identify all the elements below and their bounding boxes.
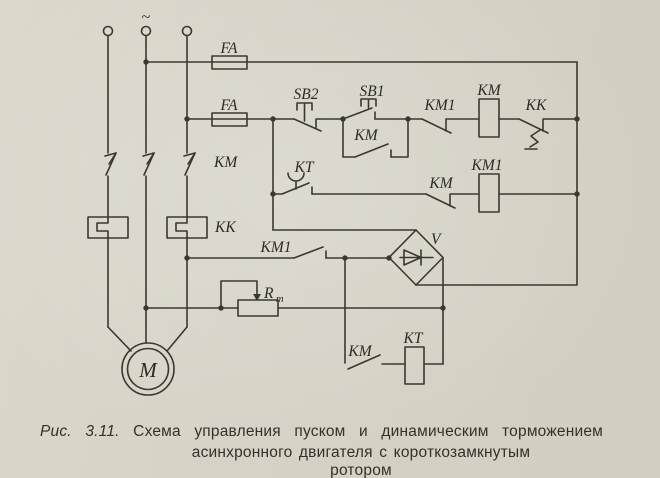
right-rail (415, 61, 578, 286)
label-km1-interlock: KM1 (424, 97, 456, 114)
figure-number: Рис. 3.11. (40, 423, 120, 440)
label-fa-control: FA (220, 97, 238, 114)
junction-dots (143, 59, 580, 311)
pushbutton-icon (360, 98, 377, 109)
label-sb1: SB1 (360, 83, 385, 100)
caption-text: Схема управления пуском и динамическим т… (133, 423, 604, 440)
contact-arrow-icon (104, 152, 117, 165)
junction (340, 116, 346, 122)
junction (574, 116, 580, 122)
fuses: FA FA (145, 40, 578, 127)
wire (107, 326, 132, 352)
supply-terminals: ~ (102, 9, 193, 37)
rectifier-bridge-icon (388, 229, 444, 286)
wire (166, 326, 188, 352)
km-selfhold-blade (354, 143, 389, 158)
terminal-icon (181, 25, 193, 37)
junction (143, 59, 149, 65)
junction (270, 191, 276, 197)
motor: M (121, 342, 175, 396)
km-main-contacts: KM (104, 152, 238, 176)
rectifier: V (272, 229, 444, 286)
sb2-blade (293, 118, 322, 132)
label-rectifier: V (431, 231, 442, 248)
junction (386, 255, 392, 261)
junction (342, 255, 348, 261)
label-km-coil: KM (476, 82, 501, 99)
contact-arrow-icon (142, 152, 155, 165)
terminal-icon (140, 25, 152, 37)
kk-thermal-elements: KK (87, 216, 236, 239)
km1-brake-blade (293, 246, 324, 259)
label-km-aux: KM (428, 175, 453, 192)
label-kk-contact: KK (525, 97, 547, 114)
motor-outer-circle (121, 342, 175, 396)
junction (184, 255, 190, 261)
figure-caption-line2: асинхронного двигателя с короткозамкнуты… (191, 444, 531, 478)
control-row-brake-coil: KT KM KM1 (272, 118, 578, 231)
junction (270, 116, 276, 122)
junction (218, 305, 224, 311)
label-r-sub: т (276, 294, 284, 305)
rheostat-tap-wire (220, 280, 258, 309)
km1-coil (478, 173, 500, 213)
junction (405, 116, 411, 122)
heater-icon (96, 216, 109, 239)
label-sb2: SB2 (294, 86, 319, 103)
junction (143, 305, 149, 311)
label-kt-coil: KT (403, 330, 424, 347)
wire (415, 61, 578, 286)
contact-arrow-icon (183, 152, 196, 165)
label-km-main: KM (213, 154, 238, 171)
label-r-main: R (263, 285, 274, 302)
km-coil (478, 98, 500, 138)
label-km-selfhold: KM (353, 127, 378, 144)
wire (390, 118, 409, 158)
kt-coil (404, 346, 425, 385)
wire (342, 118, 356, 158)
label-kt-contact: KT (294, 159, 315, 176)
label-km1-coil: KM1 (471, 157, 503, 174)
km-brake-blade (347, 354, 381, 370)
label-motor: M (138, 358, 158, 382)
motor-inner-circle (126, 347, 170, 391)
thermal-release-icon (524, 129, 541, 150)
resistor-icon (237, 299, 279, 317)
control-row-start: SB2 SB1 KM KM1 KM KK (293, 82, 578, 158)
braking-circuit: KM1 R т KM KT (145, 239, 444, 385)
label-km1-brake: KM1 (260, 239, 292, 256)
label-kk-thermal: KK (214, 219, 236, 236)
pushbutton-icon (296, 102, 313, 122)
label-km-brake-aux: KM (347, 343, 372, 360)
arrow-down-icon (253, 294, 261, 301)
label-fa-top: FA (220, 40, 238, 57)
junction (184, 116, 190, 122)
heater-icon (175, 216, 188, 239)
diode-icon (399, 249, 434, 266)
time-delay-icon (287, 172, 305, 190)
junction (574, 191, 580, 197)
sb1-blade (342, 107, 373, 120)
terminal-icon (102, 25, 114, 37)
junction (440, 305, 446, 311)
phase-wires (107, 35, 188, 352)
ac-symbol: ~ (142, 9, 151, 26)
figure-caption-line1: Рис. 3.11. Схема управления пуском и дин… (40, 423, 603, 441)
